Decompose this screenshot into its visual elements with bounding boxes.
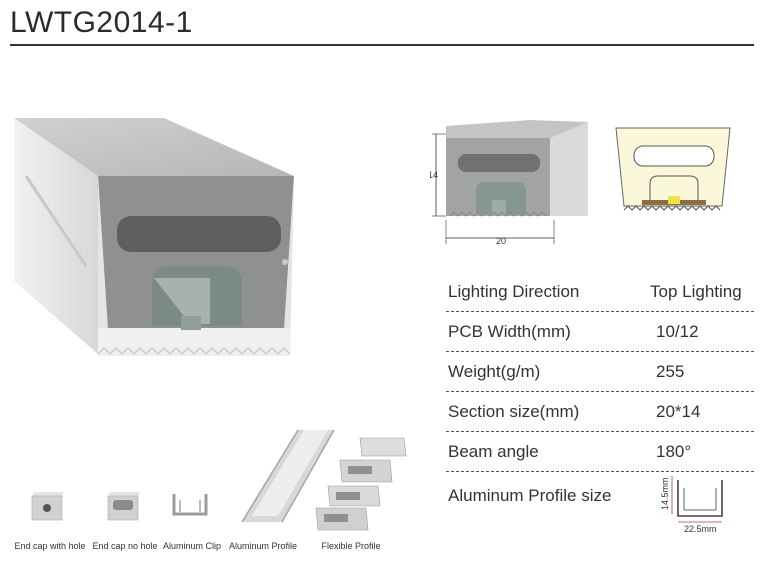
flexible-profile-image xyxy=(315,437,407,531)
section-dimension-drawing: 14 20 xyxy=(430,120,588,246)
title-divider xyxy=(10,44,754,46)
accessory-label-aluminum-clip: Aluminum Clip xyxy=(162,541,222,551)
spec-value: 20*14 xyxy=(656,402,701,421)
spec-label: Section size(mm) xyxy=(448,402,580,421)
spec-value: 10/12 xyxy=(656,322,699,341)
spec-row-weight: Weight(g/m) 255 xyxy=(446,352,754,392)
profile-height-label: 14.5mm xyxy=(660,477,670,510)
spec-row-beam-angle: Beam angle 180° xyxy=(446,432,754,472)
profile-width-label: 22.5mm xyxy=(684,524,717,534)
accessory-label-end-cap-no-hole: End cap no hole xyxy=(92,541,158,551)
section-height-label: 14 xyxy=(430,170,438,180)
spec-value: 255 xyxy=(656,362,685,381)
aluminum-profile-drawing: 14.5mm 22.5mm xyxy=(660,476,723,534)
lit-section-drawing xyxy=(615,127,731,211)
product-3d-render xyxy=(14,118,294,356)
spec-value: Top Lighting xyxy=(650,282,742,301)
spec-row-section-size: Section size(mm) 20*14 xyxy=(446,392,754,432)
spec-row-pcb-width: PCB Width(mm) 10/12 xyxy=(446,312,754,352)
spec-label: Lighting Direction xyxy=(448,282,580,301)
accessory-label-flexible-profile: Flexible Profile xyxy=(321,541,381,551)
product-title: LWTG2014-1 xyxy=(10,6,193,39)
accessory-label-end-cap-with-hole: End cap with hole xyxy=(14,541,86,551)
specification-table: Lighting Direction Top Lighting PCB Widt… xyxy=(446,272,754,511)
end-cap-with-hole-image xyxy=(31,492,64,521)
spec-row-lighting-direction: Lighting Direction Top Lighting xyxy=(446,272,754,312)
aluminum-profile-image xyxy=(241,429,335,523)
spec-label: Weight(g/m) xyxy=(448,362,541,381)
spec-label: Aluminum Profile size xyxy=(448,486,612,505)
spec-row-aluminum-profile-size: Aluminum Profile size xyxy=(446,472,754,511)
accessory-label-aluminum-profile: Aluminum Profile xyxy=(228,541,298,551)
aluminum-clip-image xyxy=(172,494,208,516)
section-width-label: 20 xyxy=(496,236,506,246)
spec-label: PCB Width(mm) xyxy=(448,322,571,341)
end-cap-no-hole-image xyxy=(107,492,140,521)
spec-value: 180° xyxy=(656,442,692,461)
spec-label: Beam angle xyxy=(448,442,539,461)
